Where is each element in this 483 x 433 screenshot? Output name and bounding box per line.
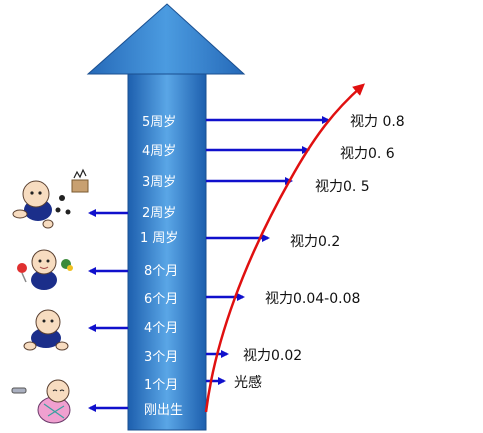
baby-with-toy-drum-illustration (12, 168, 89, 229)
vision-0-2: 视力0.2 (290, 234, 340, 250)
vision-0-5: 视力0. 5 (315, 179, 370, 195)
sitting-baby-illustration (23, 309, 69, 351)
age-3-months: 3个月 (144, 350, 178, 365)
age-1-year: 1 周岁 (140, 231, 178, 246)
age-3-years: 3周岁 (142, 175, 176, 190)
vision-0-8: 视力 0.8 (350, 114, 405, 130)
age-8-months: 8个月 (144, 264, 178, 279)
age-1-month: 1个月 (144, 378, 178, 393)
light-perception: 光感 (234, 374, 262, 391)
illustration-pointers (88, 209, 128, 412)
age-6-months: 6个月 (144, 292, 178, 307)
vision-0-6: 视力0. 6 (340, 146, 395, 162)
age-4-months: 4个月 (144, 321, 178, 336)
vision-growth-curve (204, 83, 365, 413)
newborn-baby-illustration (11, 379, 71, 424)
age-4-years: 4周岁 (142, 144, 176, 159)
age-labels: 5周岁 4周岁 3周岁 2周岁 1 周岁 8个月 6个月 4个月 3个月 1个月… (140, 115, 183, 418)
vision-0-02: 视力0.02 (243, 348, 302, 364)
vision-0-04-0-08: 视力0.04-0.08 (265, 291, 360, 307)
baby-with-rattles-illustration (17, 249, 73, 290)
vision-pointers (206, 116, 330, 385)
age-2-years: 2周岁 (142, 206, 176, 221)
growth-arrow (86, 3, 246, 431)
age-newborn: 刚出生 (144, 403, 183, 418)
age-5-years: 5周岁 (142, 115, 176, 130)
vision-labels: 视力 0.8 视力0. 6 视力0. 5 视力0.2 视力0.04-0.08 视… (234, 114, 405, 391)
